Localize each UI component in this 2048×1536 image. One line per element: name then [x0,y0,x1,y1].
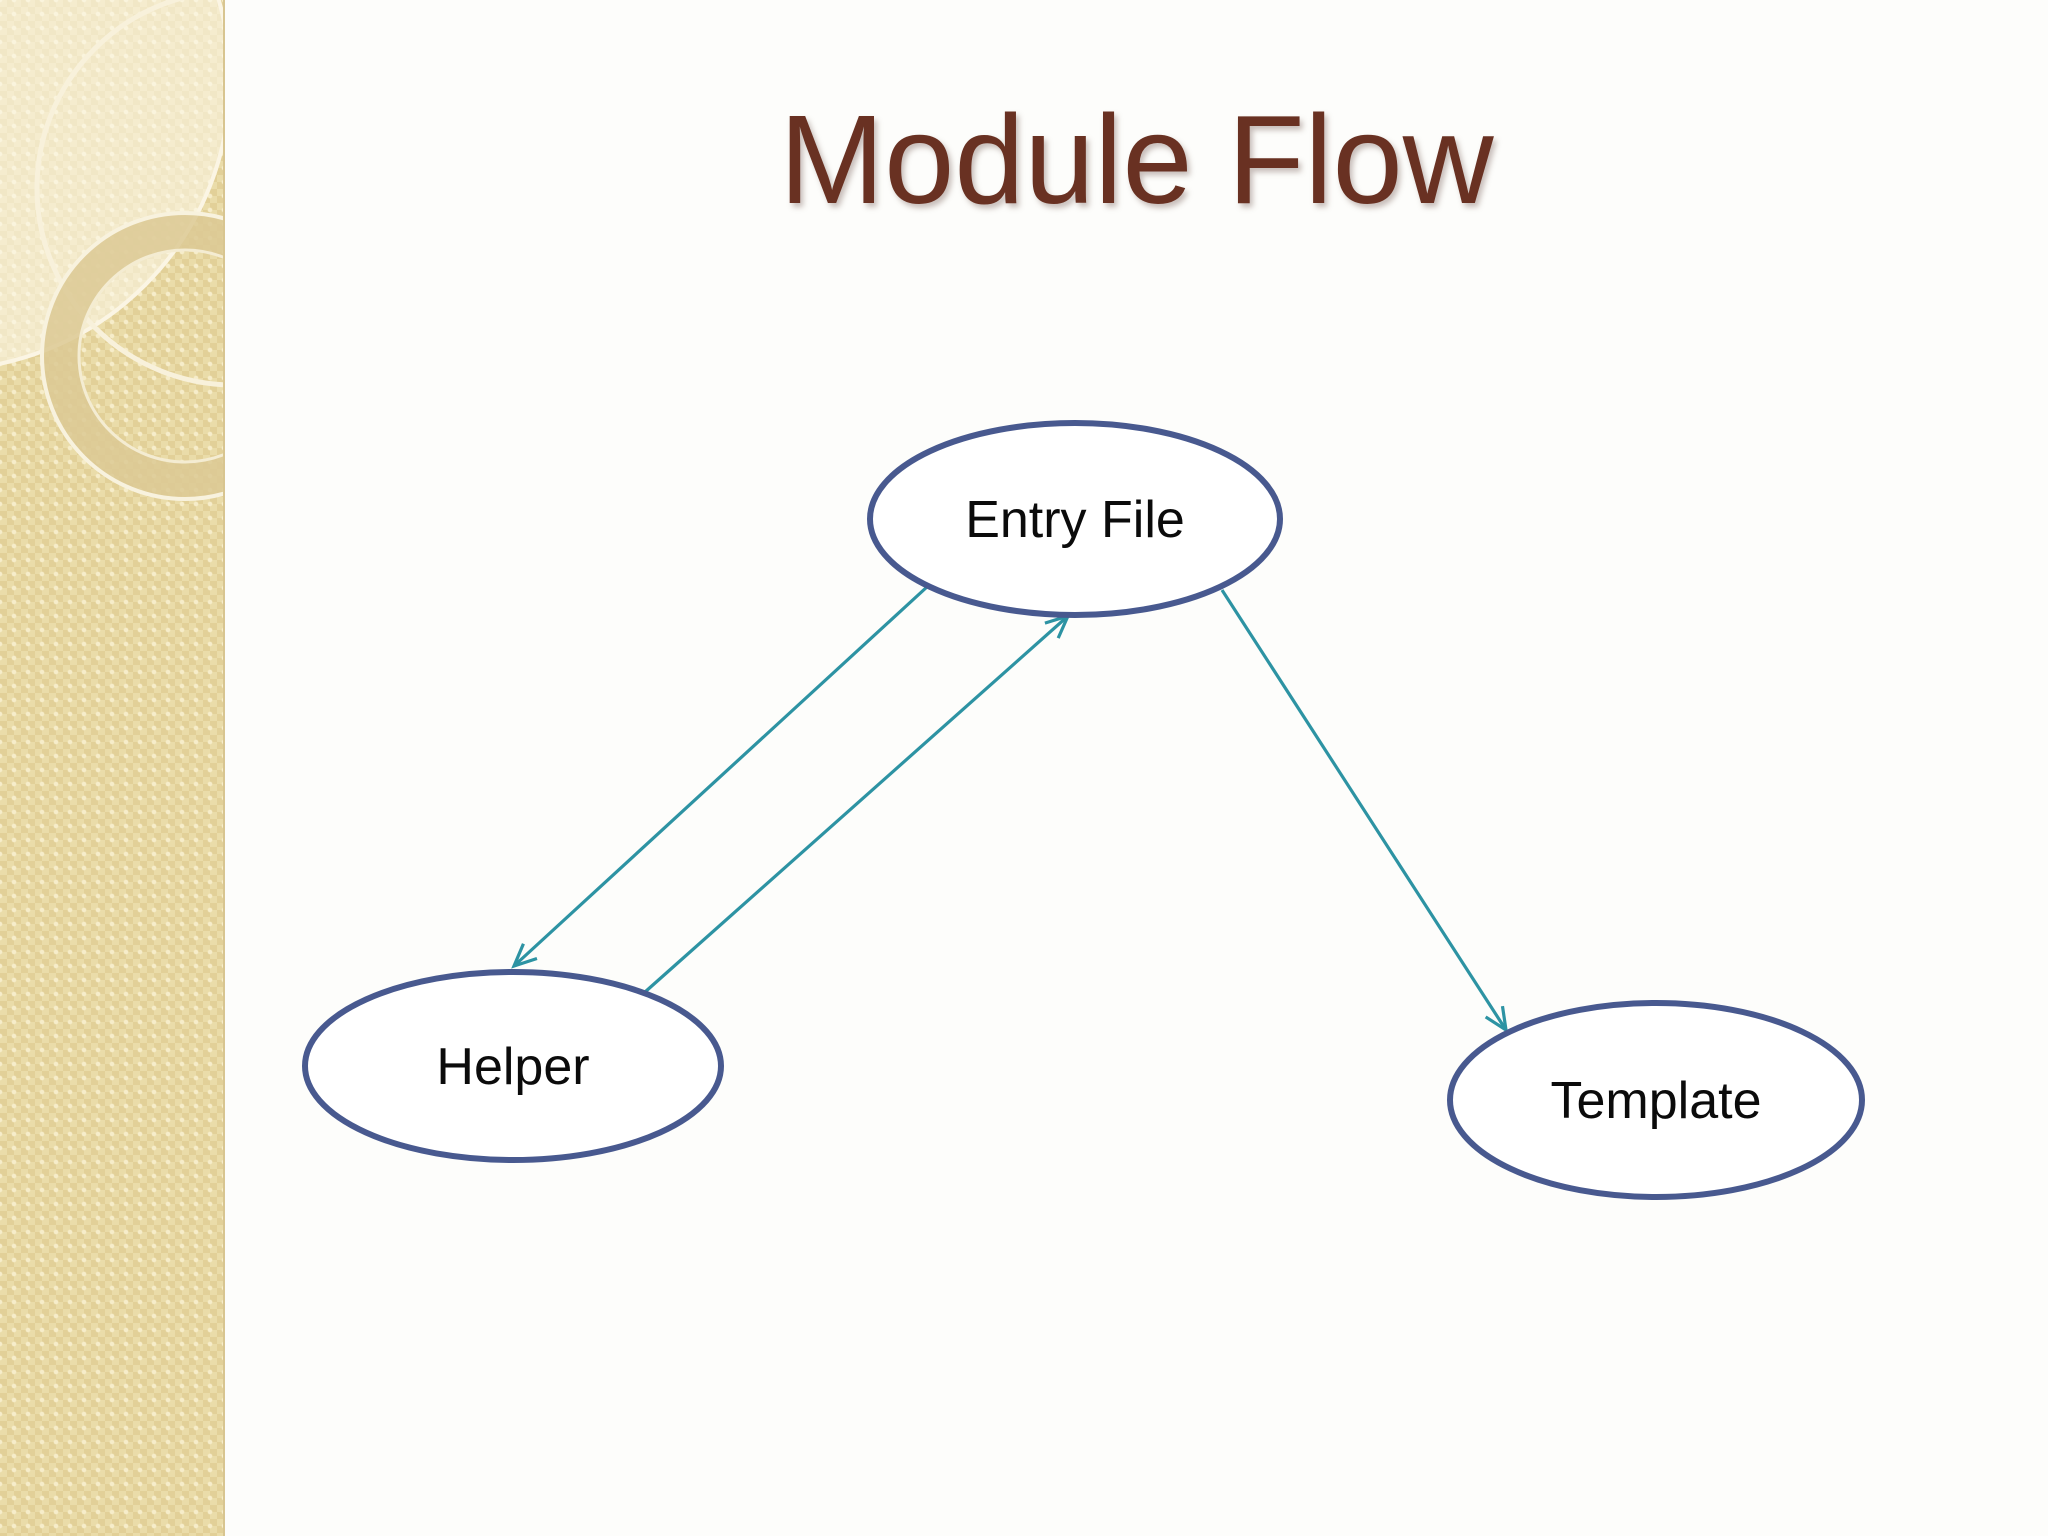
template-ellipse [1447,1000,1865,1200]
entry-file-ellipse [867,420,1283,618]
sidebar-decoration [0,0,225,1536]
decorative-ring-inner-edge [77,248,223,464]
helper-label: Helper [436,1038,589,1096]
node-entry-file: Entry File [867,420,1283,618]
decorative-ring-band [42,213,223,499]
edge-entryfile-to-template [1220,589,1509,1034]
sidebar-ornaments [0,0,223,501]
entry-file-label: Entry File [965,491,1185,549]
node-helper: Helper [302,969,724,1163]
slide-title: Module Flow [779,89,1494,230]
edge-helper-to-entryfile [643,613,1071,994]
helper-ellipse [302,969,724,1163]
node-template: Template [1447,1000,1865,1200]
edge-entryfile-to-helper [511,584,930,969]
template-label: Template [1551,1072,1762,1130]
decorative-thin-circle [34,0,223,388]
decorative-ring-outer-edge [40,211,223,501]
